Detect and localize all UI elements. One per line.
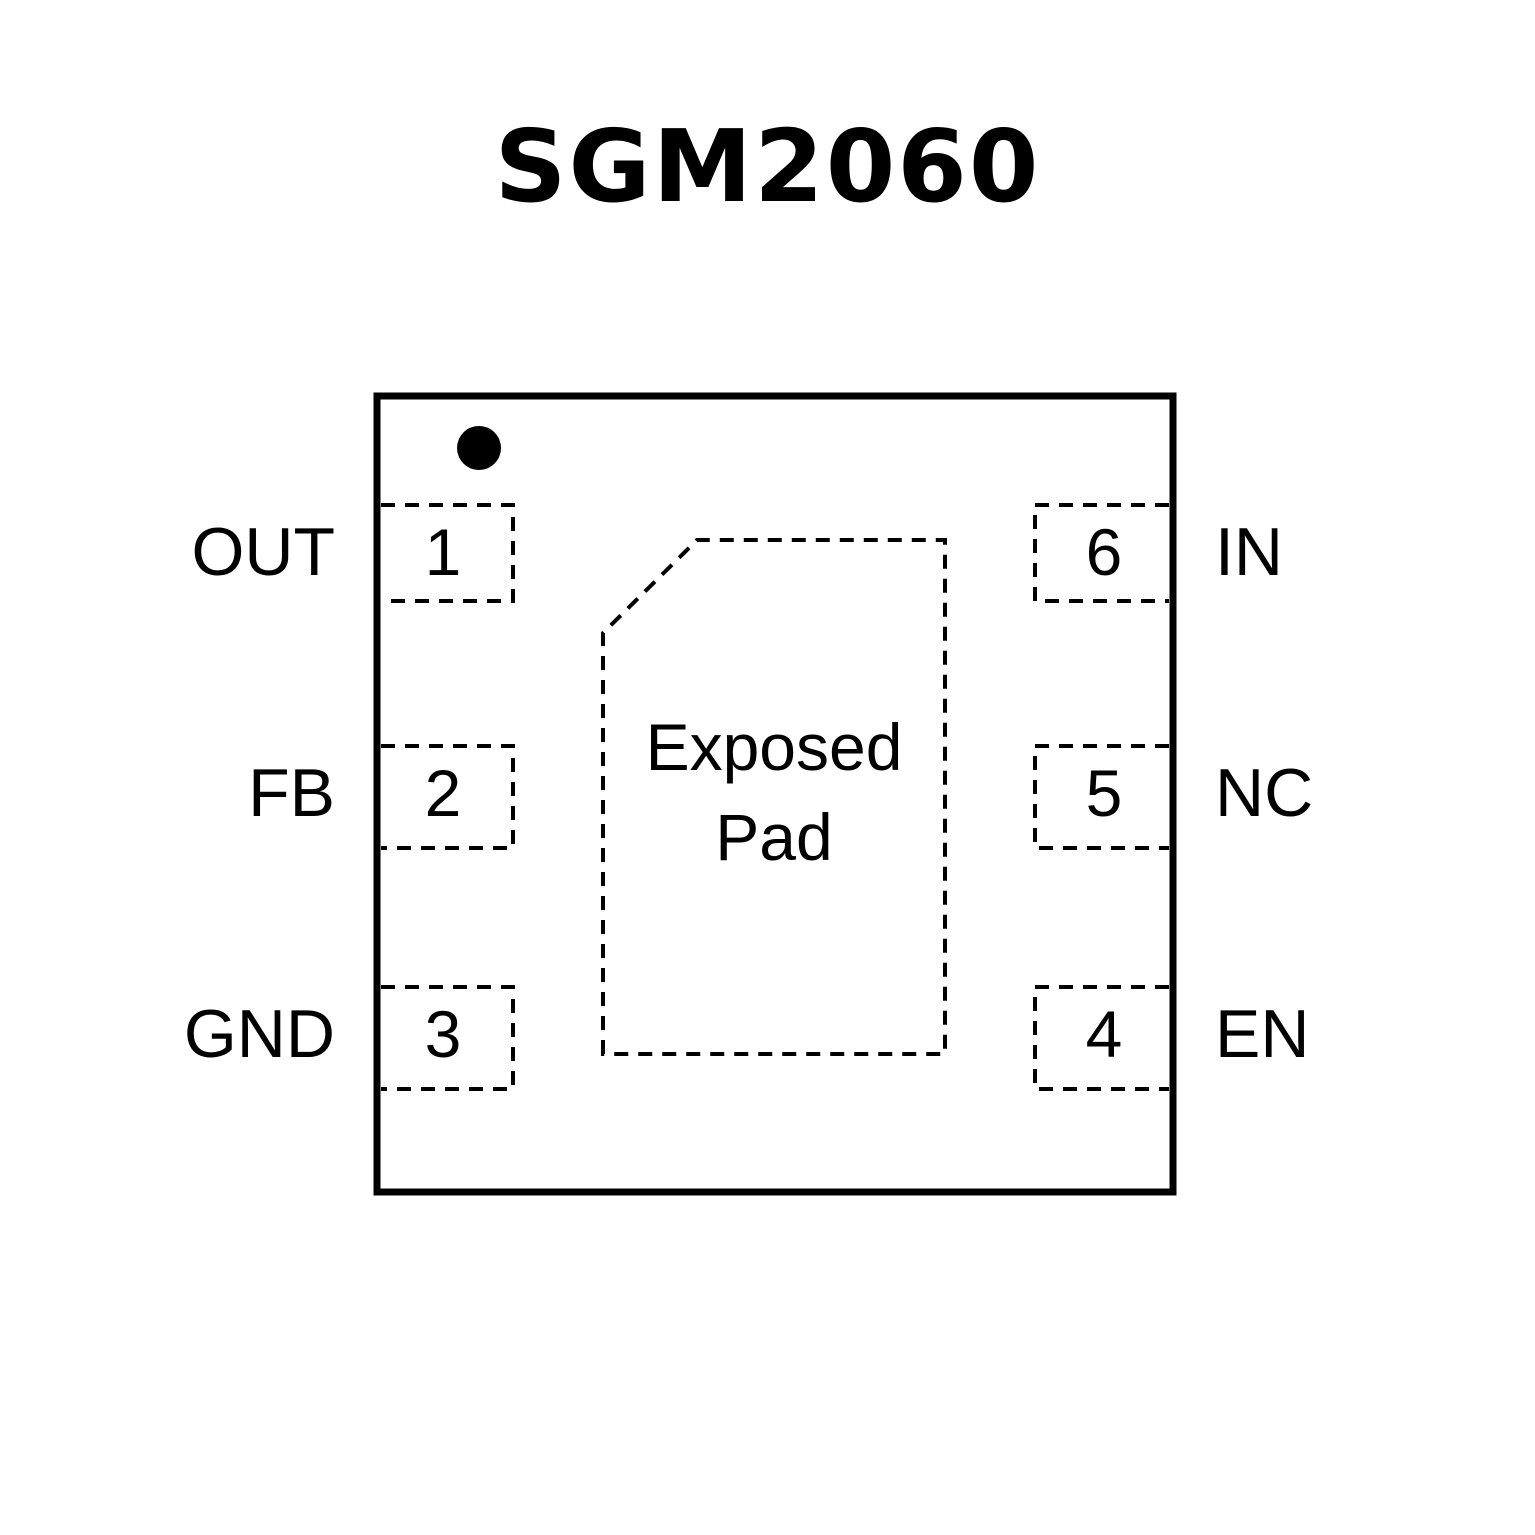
pin-pad-outline [381, 503, 515, 603]
pin-name: EN [1215, 996, 1309, 1072]
pin-name: IN [1215, 514, 1283, 590]
pin-number: 5 [1086, 756, 1123, 830]
pin-6: 6 IN [1033, 503, 1283, 603]
exposed-pad-label-line1: Exposed [646, 710, 903, 784]
pin-number: 3 [425, 997, 462, 1071]
pin1-marker-dot [457, 426, 501, 470]
pin-number: 2 [425, 756, 462, 830]
exposed-pad-label-line2: Pad [715, 800, 832, 874]
pin-pad-outline [381, 744, 515, 850]
pin-number: 1 [425, 515, 462, 589]
pin-3: 3 GND [184, 985, 515, 1091]
pin-number: 6 [1086, 515, 1123, 589]
pin-2: 2 FB [248, 744, 515, 850]
exposed-pad-outline [601, 538, 947, 1056]
pin-number: 4 [1086, 997, 1123, 1071]
pin-pad-outline [1033, 503, 1169, 603]
pin-4: 4 EN [1033, 985, 1309, 1091]
pin-5: 5 NC [1033, 744, 1313, 850]
pin-name: GND [184, 996, 335, 1072]
pin-1: 1 OUT [191, 503, 515, 603]
pin-name: OUT [191, 514, 335, 590]
part-number-title: SGM2060 [494, 108, 1041, 225]
pin-name: NC [1215, 755, 1313, 831]
pin-name: FB [248, 755, 335, 831]
package-outline [373, 392, 1177, 1196]
pin-pad-outline [381, 985, 515, 1091]
